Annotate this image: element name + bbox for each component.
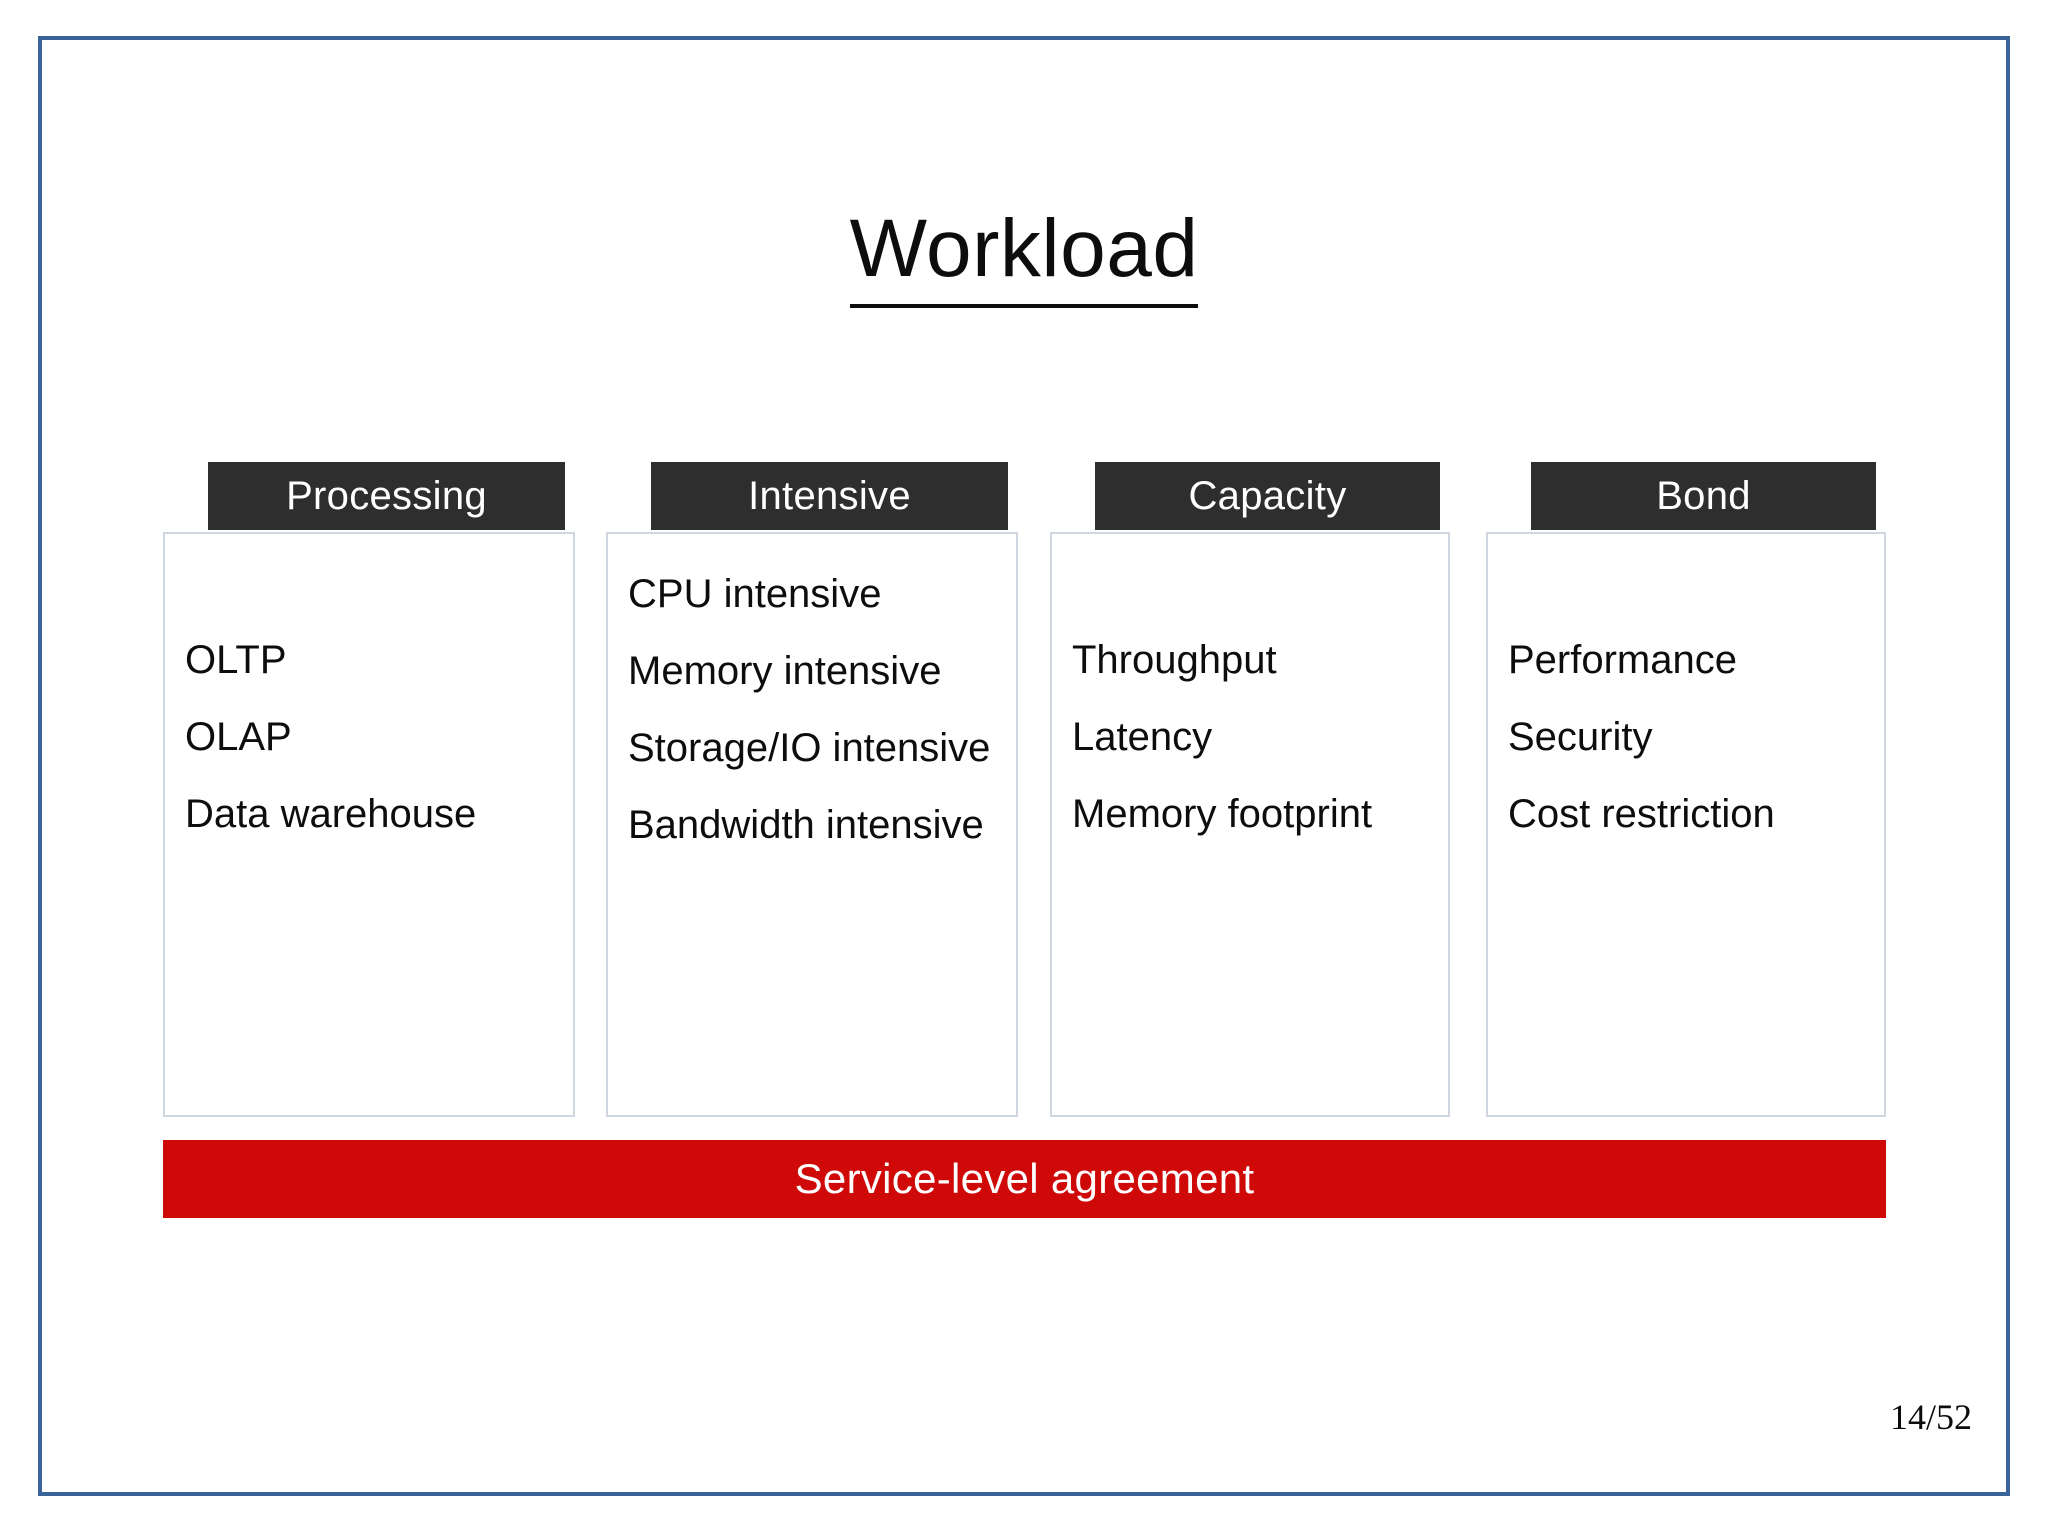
- column-header-intensive[interactable]: Intensive: [651, 462, 1008, 530]
- service-level-agreement-label: Service-level agreement: [794, 1155, 1255, 1202]
- page-number: 14/52: [1889, 1397, 1972, 1437]
- service-level-agreement-banner[interactable]: Service-level agreement: [163, 1140, 1886, 1218]
- list-item: Bandwidth intensive: [628, 803, 984, 847]
- column-list-bond: Performance Security Cost restriction: [1508, 640, 1876, 834]
- column-intensive: Intensive CPU intensive Memory intensive…: [606, 462, 1018, 1117]
- list-item: Throughput: [1072, 638, 1277, 682]
- list-item: Cost restriction: [1508, 792, 1775, 836]
- column-header-processing[interactable]: Processing: [208, 462, 565, 530]
- column-list-intensive: CPU intensive Memory intensive Storage/I…: [628, 574, 1008, 845]
- list-item: Latency: [1072, 715, 1213, 759]
- workload-columns: Processing OLTP OLAP Data warehouse Inte…: [163, 462, 1886, 1117]
- column-header-bond[interactable]: Bond: [1531, 462, 1876, 530]
- list-item: OLTP: [185, 638, 287, 682]
- column-capacity: Capacity Throughput Latency Memory footp…: [1050, 462, 1450, 1117]
- column-list-capacity: Throughput Latency Memory footprint: [1072, 640, 1440, 834]
- column-bond: Bond Performance Security Cost restricti…: [1486, 462, 1886, 1117]
- list-item: Storage/IO intensive: [628, 726, 991, 770]
- column-body-bond: [1486, 532, 1886, 1117]
- column-body-capacity: [1050, 532, 1450, 1117]
- list-item: Memory footprint: [1072, 792, 1373, 836]
- list-item: Memory intensive: [628, 649, 942, 693]
- list-item: Data warehouse: [185, 792, 477, 836]
- column-list-processing: OLTP OLAP Data warehouse: [185, 640, 565, 834]
- column-processing: Processing OLTP OLAP Data warehouse: [163, 462, 575, 1117]
- page-title: Workload: [0, 208, 2048, 308]
- page-title-text: Workload: [849, 208, 1199, 308]
- column-header-capacity[interactable]: Capacity: [1095, 462, 1440, 530]
- list-item: OLAP: [185, 715, 292, 759]
- column-body-processing: [163, 532, 575, 1117]
- list-item: CPU intensive: [628, 572, 882, 616]
- column-body-intensive: [606, 532, 1018, 1117]
- list-item: Security: [1508, 715, 1653, 759]
- list-item: Performance: [1508, 638, 1737, 682]
